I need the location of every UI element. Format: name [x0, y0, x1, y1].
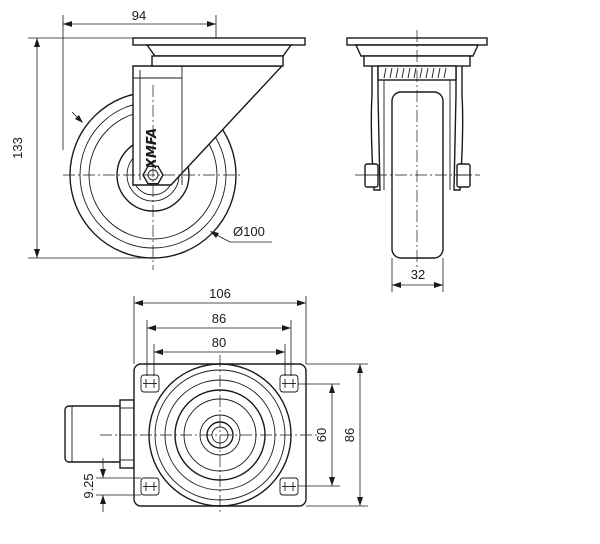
axle-nut-left [364, 163, 379, 188]
top-plate-side [132, 37, 306, 67]
dimension-height: 133 [10, 37, 153, 259]
dim-32-label: 32 [411, 267, 425, 282]
dim-80-label: 80 [212, 335, 226, 350]
dim-94-label: 94 [132, 8, 146, 23]
dim-133-label: 133 [10, 137, 25, 159]
bearing-hatch [383, 67, 447, 79]
dimension-hole-spacing-inner: 80 [153, 335, 286, 376]
dimension-plate-length: 86 [306, 363, 368, 507]
brand-logo: XMFA [145, 128, 160, 169]
mounting-hole-top-right [279, 374, 299, 393]
brake-pedal [64, 405, 124, 463]
dim-106-label: 106 [209, 286, 231, 301]
top-view [64, 355, 318, 515]
mounting-hole-bottom-right [279, 477, 299, 496]
dim-9-25-label: 9.25 [81, 473, 96, 498]
rear-view [346, 30, 488, 268]
dim-86-horizontal-label: 86 [212, 311, 226, 326]
side-view: XMFA [63, 37, 306, 270]
axle-nut-right [456, 163, 471, 188]
dim-60-label: 60 [314, 428, 329, 442]
dimension-hole-diameter: 9.25 [81, 458, 141, 512]
dimension-hole-spacing-short: 60 [298, 383, 340, 487]
dimension-plate-width: 106 [133, 286, 307, 364]
dimension-top-width: 94 [62, 8, 217, 150]
dim-diameter-label: Ø100 [233, 224, 265, 239]
dim-86-vertical-label: 86 [342, 428, 357, 442]
mounting-hole-bottom-left [140, 477, 160, 496]
dimension-hole-spacing-outer: 86 [146, 311, 292, 376]
dimension-wheel-diameter: Ø100 [210, 224, 272, 243]
dimension-wheel-width: 32 [391, 258, 444, 292]
mounting-hole-top-left [140, 374, 160, 393]
